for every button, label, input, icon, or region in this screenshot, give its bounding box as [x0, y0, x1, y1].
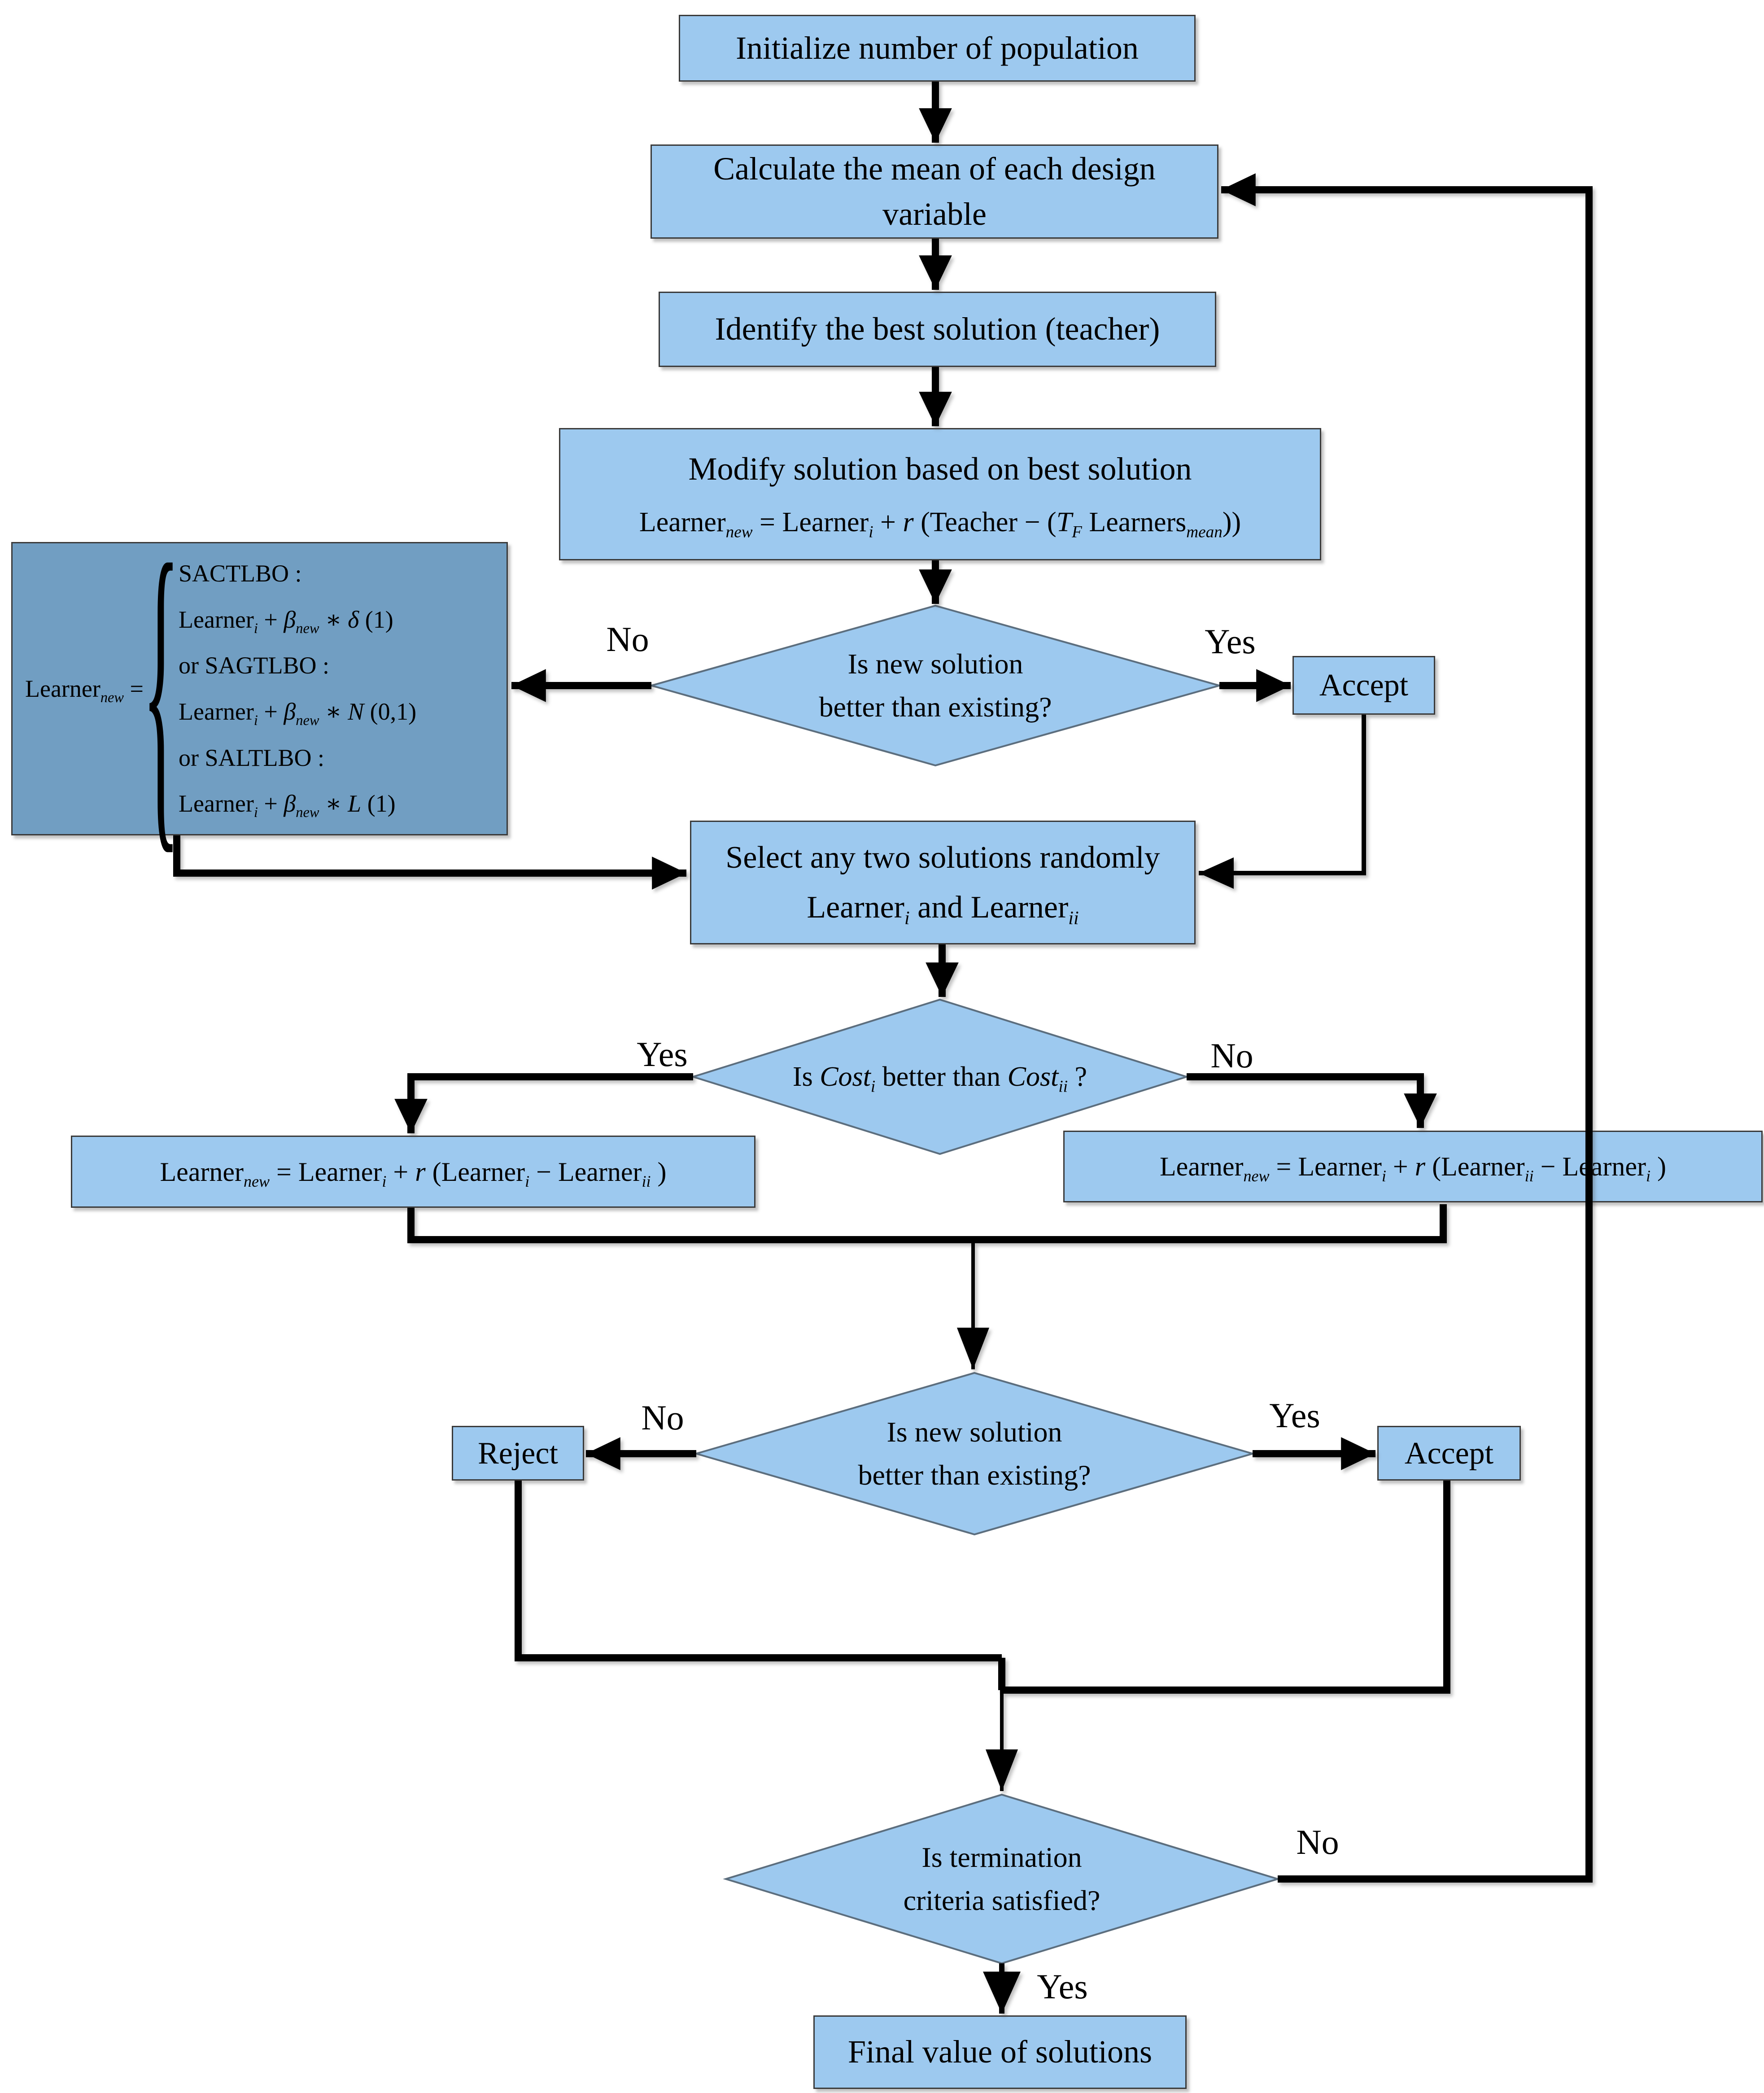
- box-identify-best-solution: Identify the best solution (teacher): [659, 292, 1216, 367]
- variant-line-sactlbo: SACTLBO :: [179, 560, 302, 587]
- variant-line-sagtlbo-formula: Learneri + βnew ∗ N (0,1): [179, 698, 417, 729]
- tlbo-variants-lhs: Learnernew =: [25, 675, 144, 706]
- diamond-new-solution-2-text: Is new solution better than existing?: [696, 1377, 1253, 1530]
- box-final-value: Final value of solutions: [813, 2015, 1187, 2089]
- diamond-new-solution-1: [648, 604, 1223, 767]
- diamond-new-solution-1-text: Is new solution better than existing?: [651, 610, 1219, 761]
- box-calculate-mean-label: Calculate the mean of each design variab…: [713, 151, 1156, 232]
- box-select-two-solutions-formula: Learneri and Learnerii: [807, 890, 1079, 929]
- variant-line-saltlbo-formula: Learneri + βnew ∗ L (1): [179, 790, 396, 821]
- box-accept-mid-label: Accept: [1404, 1436, 1494, 1471]
- box-accept-top: Accept: [1292, 656, 1435, 715]
- box-identify-best-solution-label: Identify the best solution (teacher): [715, 311, 1160, 347]
- label-d3-yes: Yes: [1269, 1396, 1320, 1435]
- box-modify-solution-formula: Learnernew = Learneri + r (Teacher − (TF…: [639, 507, 1241, 542]
- box-final-value-label: Final value of solutions: [848, 2034, 1152, 2070]
- variant-line-sactlbo-formula: Learneri + βnew ∗ δ (1): [179, 606, 393, 637]
- box-initialize-population-label: Initialize number of population: [736, 30, 1139, 66]
- box-calculate-mean: Calculate the mean of each design variab…: [651, 144, 1218, 239]
- box-learner-update-no-formula: Learnernew = Learneri + r (Learnerii − L…: [1160, 1152, 1666, 1185]
- box-initialize-population: Initialize number of population: [679, 15, 1196, 82]
- diamond-new-solution-1-line1: Is new solution: [847, 648, 1023, 680]
- diamond-termination-text: Is termination criteria satisfied?: [726, 1799, 1278, 1959]
- box-accept-mid: Accept: [1377, 1426, 1521, 1481]
- box-tlbo-variants: Learnernew = { SACTLBO : Learneri + βnew…: [11, 495, 508, 883]
- label-d4-yes: Yes: [1037, 1967, 1088, 2006]
- diamond-cost-comparison-text: Is Costi better than Costii ?: [673, 1009, 1207, 1144]
- diamond-new-solution-2-line1: Is new solution: [886, 1416, 1062, 1448]
- diamond-cost-comparison: [690, 998, 1190, 1155]
- box-learner-update-yes: Learnernew = Learneri + r (Learneri − Le…: [71, 1136, 755, 1208]
- variant-line-sagtlbo: or SAGTLBO :: [179, 652, 330, 679]
- variant-line-saltlbo: or SALTLBO :: [179, 744, 325, 771]
- label-d1-yes: Yes: [1205, 622, 1256, 661]
- box-select-two-solutions-title: Select any two solutions randomly: [725, 840, 1160, 875]
- diamond-termination-line2: criteria satisfied?: [903, 1884, 1100, 1916]
- label-d2-no: No: [1210, 1036, 1253, 1075]
- diamond-new-solution-1-line2: better than existing?: [819, 691, 1052, 723]
- diamond-new-solution-2-line2: better than existing?: [858, 1459, 1091, 1491]
- diamond-termination-line1: Is termination: [921, 1841, 1082, 1873]
- box-learner-update-yes-formula: Learnernew = Learneri + r (Learneri − Le…: [160, 1157, 667, 1190]
- box-modify-solution: Modify solution based on best solution L…: [559, 428, 1321, 560]
- diamond-cost-comparison-line: Is Costi better than Costii ?: [792, 1061, 1087, 1096]
- box-reject-label: Reject: [478, 1436, 558, 1471]
- tlbo-variants-lines: SACTLBO : Learneri + βnew ∗ δ (1) or SAG…: [179, 551, 416, 827]
- label-d4-no: No: [1296, 1822, 1339, 1861]
- label-d2-yes: Yes: [637, 1035, 688, 1074]
- label-d1-no: No: [606, 620, 649, 659]
- box-select-two-solutions: Select any two solutions randomly Learne…: [690, 821, 1196, 944]
- box-accept-top-label: Accept: [1319, 668, 1409, 703]
- label-d3-no: No: [641, 1398, 684, 1437]
- box-reject: Reject: [452, 1426, 584, 1481]
- brace-glyph: {: [142, 495, 180, 883]
- box-modify-solution-title: Modify solution based on best solution: [688, 450, 1192, 487]
